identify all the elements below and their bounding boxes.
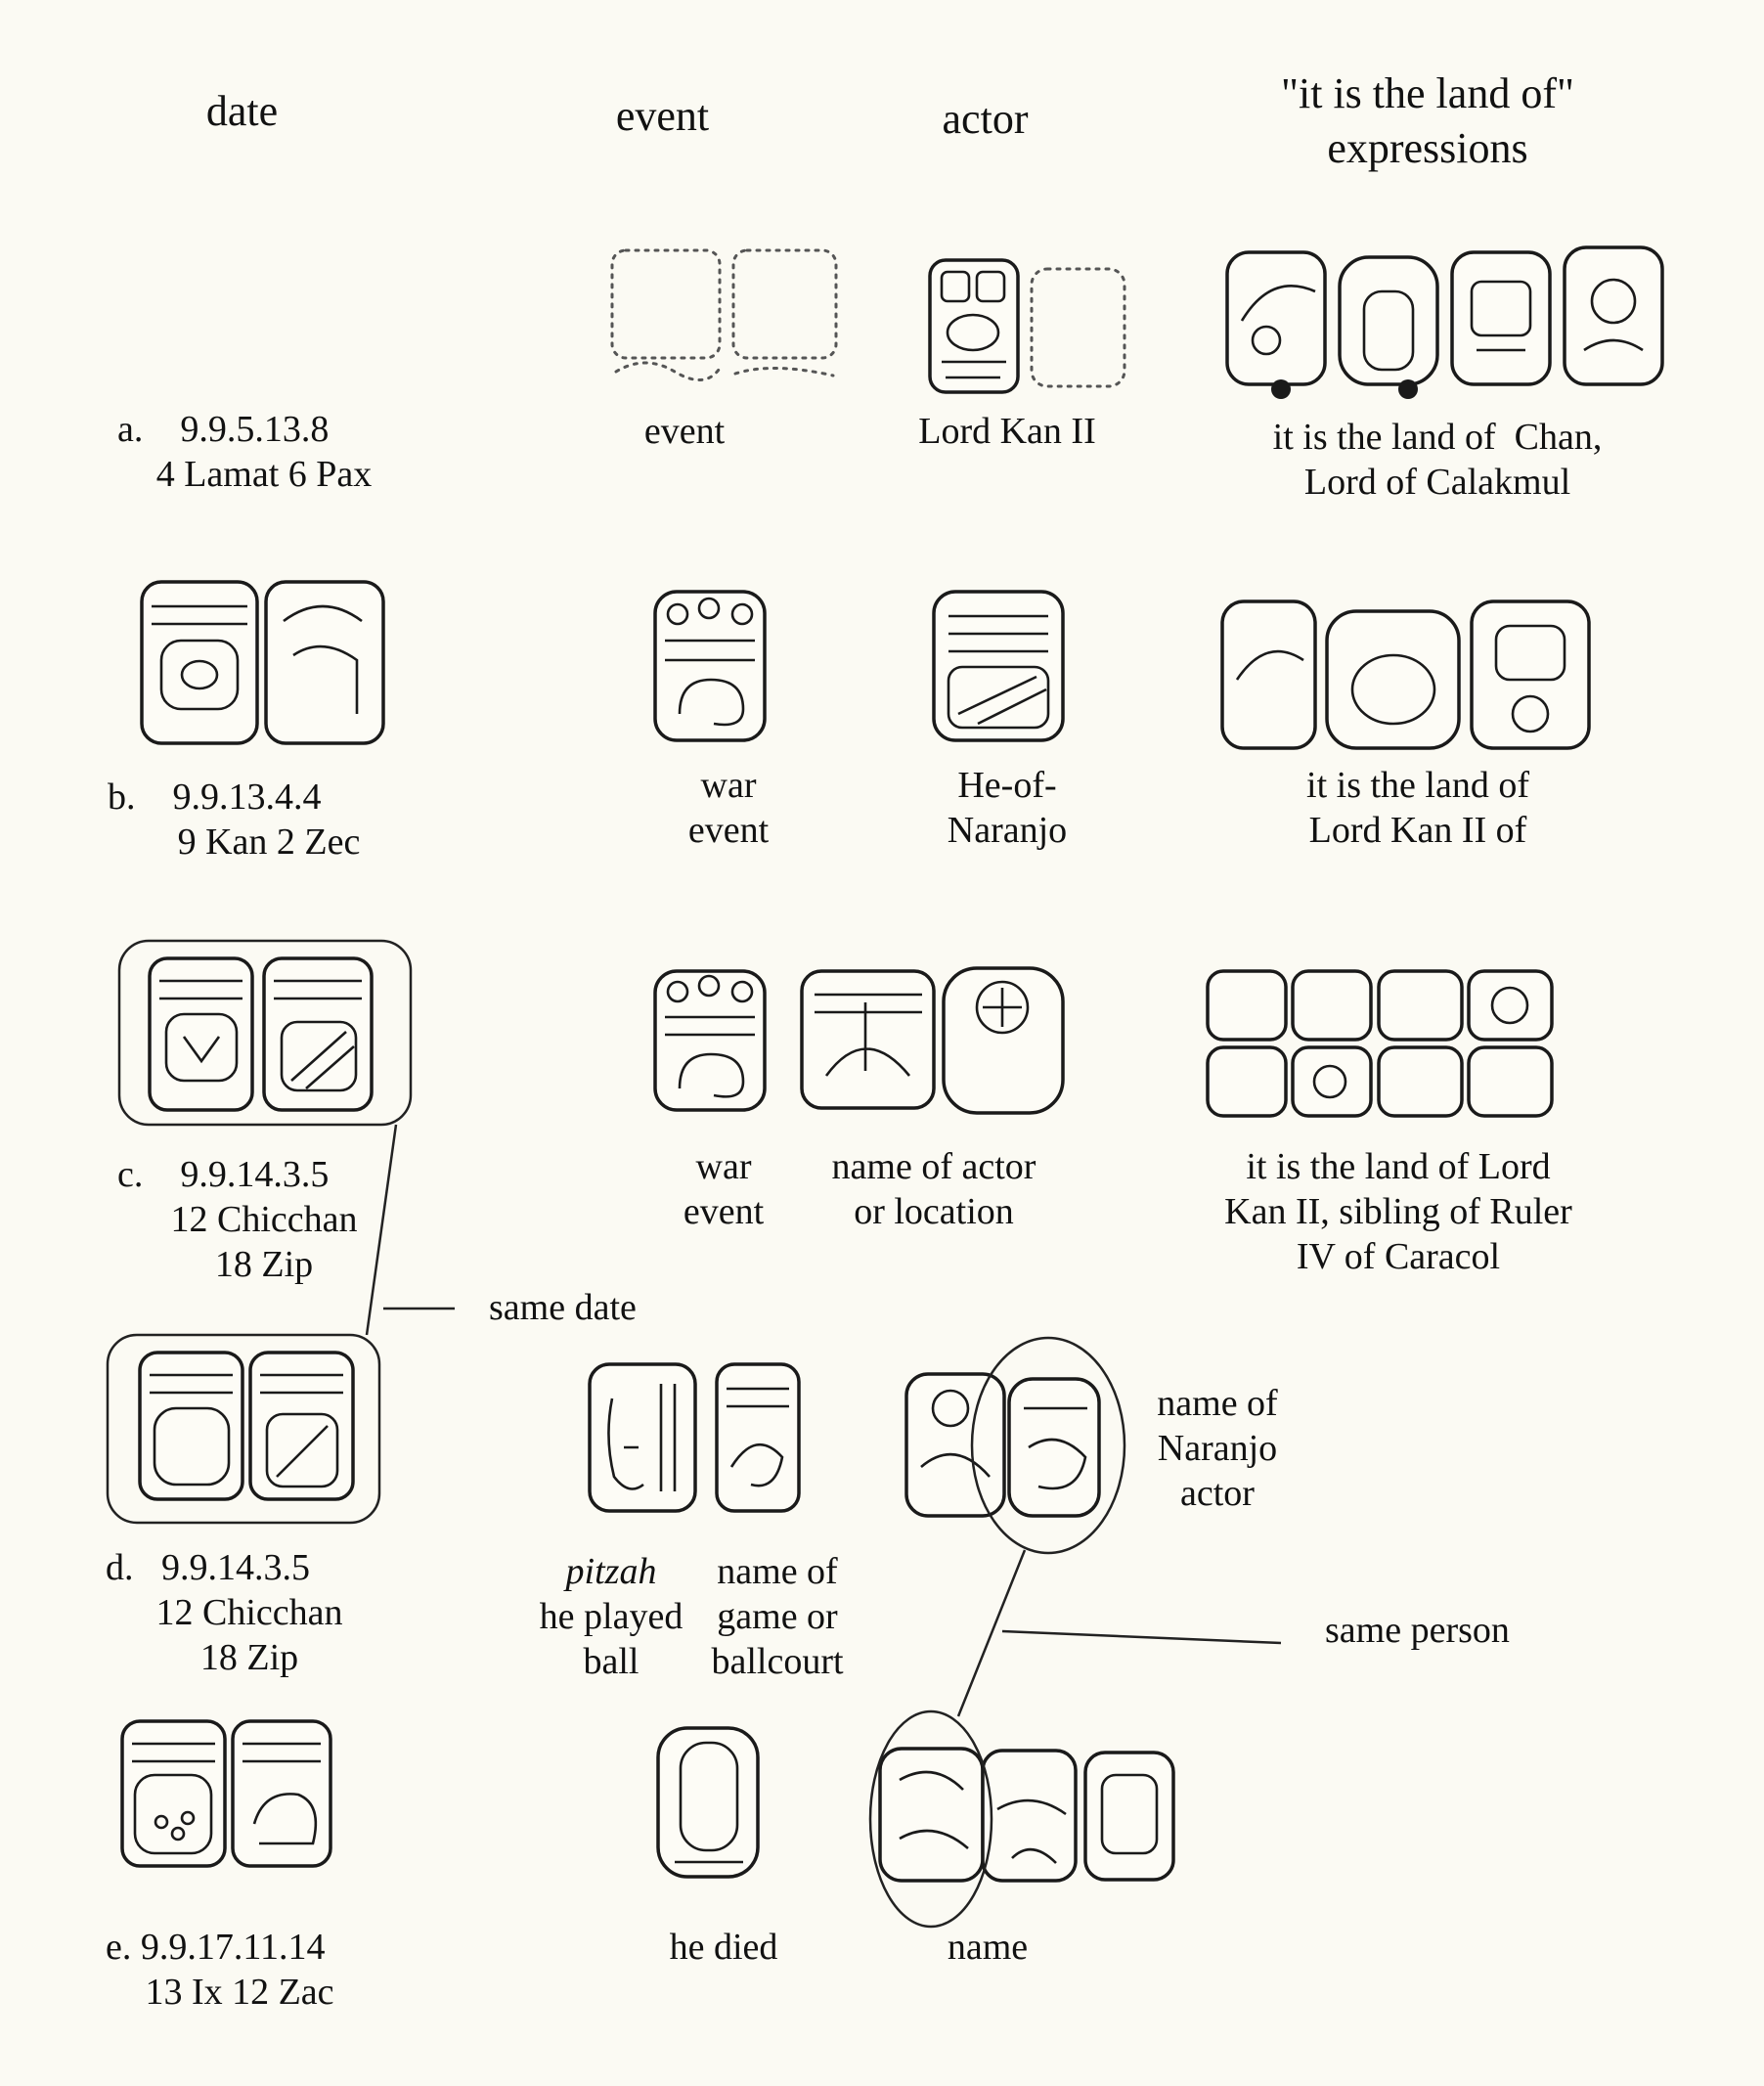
row-d-game-line3: ballcourt xyxy=(711,1641,844,1682)
row-a-land-line1: it is the land of Chan, xyxy=(1272,417,1603,458)
same-person-label: same person xyxy=(1325,1610,1510,1651)
glyph-c-date xyxy=(148,956,374,1112)
header-actor: actor xyxy=(942,95,1029,143)
header-land-line2: expressions xyxy=(1327,124,1528,172)
row-c-event-line2: event xyxy=(683,1191,765,1232)
glyph-d-naranjo xyxy=(904,1372,1101,1518)
row-e-date-line2: 13 Ix 12 Zac xyxy=(145,1972,334,2013)
glyph-e-died xyxy=(656,1726,760,1879)
row-d-date-line1: d. 9.9.14.3.5 xyxy=(106,1547,310,1588)
row-c-date-line1: c. 9.9.14.3.5 xyxy=(117,1154,330,1195)
same-date-label: same date xyxy=(489,1287,637,1328)
glyph-b-event xyxy=(653,590,767,742)
row-a-event-label: event xyxy=(643,411,726,452)
row-a-date-line2: 4 Lamat 6 Pax xyxy=(155,454,373,495)
glyph-b-date xyxy=(140,580,385,745)
row-b-date-line2: 9 Kan 2 Zec xyxy=(177,821,361,863)
row-d-date-line3: 18 Zip xyxy=(199,1637,299,1678)
glyph-c-name xyxy=(800,966,1065,1115)
glyph-c-event xyxy=(653,969,767,1112)
same-person-connector xyxy=(956,1549,1027,1717)
header-event: event xyxy=(615,92,710,140)
row-e-date-line1: e. 9.9.17.11.14 xyxy=(106,1927,326,1968)
row-d-pitzah: pitzah xyxy=(508,1549,714,1594)
glyph-d-date xyxy=(138,1351,355,1501)
glyph-a-event xyxy=(610,248,838,381)
row-d-date-line2: 12 Chicchan xyxy=(155,1592,343,1633)
row-e-name-label: name xyxy=(947,1927,1029,1968)
row-c-land-line2: Kan II, sibling of Ruler xyxy=(1224,1191,1572,1232)
glyph-d-game xyxy=(715,1362,801,1513)
row-c-date-line3: 18 Zip xyxy=(214,1244,314,1285)
row-d-naranjo-line1: name of xyxy=(1157,1383,1278,1424)
row-a-date-line1: a. 9.9.5.13.8 xyxy=(117,409,330,450)
row-b-actor-line1: He-of- xyxy=(957,765,1057,806)
row-d-naranjo-line3: actor xyxy=(1180,1473,1255,1514)
row-c-event-line1: war xyxy=(695,1146,752,1187)
header-date: date xyxy=(205,87,279,135)
glyph-d-pitzah xyxy=(588,1362,697,1513)
row-c-name-line2: or location xyxy=(854,1191,1014,1232)
row-b-land-line2: Lord Kan II of xyxy=(1308,810,1527,851)
row-d-naranjo-line2: Naranjo xyxy=(1157,1428,1278,1469)
row-a-land-line2: Lord of Calakmul xyxy=(1303,462,1571,503)
row-d-game-line1: name of xyxy=(717,1551,838,1592)
row-b-actor-line2: Naranjo xyxy=(947,810,1068,851)
same-person-pointer xyxy=(1001,1629,1282,1645)
glyph-e-name xyxy=(878,1747,1175,1883)
row-a-actor-label: Lord Kan II xyxy=(918,411,1096,452)
glyph-a-actor xyxy=(928,258,1126,394)
row-d-played-line1: he played xyxy=(539,1596,684,1637)
row-c-date-line2: 12 Chicchan xyxy=(170,1199,358,1240)
header-land-line1: "it is the land of" xyxy=(1281,69,1574,117)
row-c-land-line1: it is the land of Lord xyxy=(1246,1146,1551,1187)
row-c-land-line3: IV of Caracol xyxy=(1296,1236,1501,1277)
glyph-e-date xyxy=(120,1719,332,1868)
glyph-a-land xyxy=(1225,245,1664,399)
row-b-date-line1: b. 9.9.13.4.4 xyxy=(108,777,322,818)
glyph-b-actor xyxy=(932,590,1065,742)
row-d-game-line2: game or xyxy=(717,1596,838,1637)
row-b-event-line1: war xyxy=(700,765,757,806)
glyph-c-land xyxy=(1206,969,1554,1118)
glyph-b-land xyxy=(1220,599,1591,750)
row-d-played-line2: ball xyxy=(583,1641,639,1682)
row-b-event-line2: event xyxy=(687,810,770,851)
row-c-name-line1: name of actor xyxy=(831,1146,1036,1187)
row-e-event-label: he died xyxy=(669,1927,778,1968)
row-b-land-line1: it is the land of xyxy=(1306,765,1529,806)
pitzah-word: pitzah xyxy=(565,1551,657,1592)
